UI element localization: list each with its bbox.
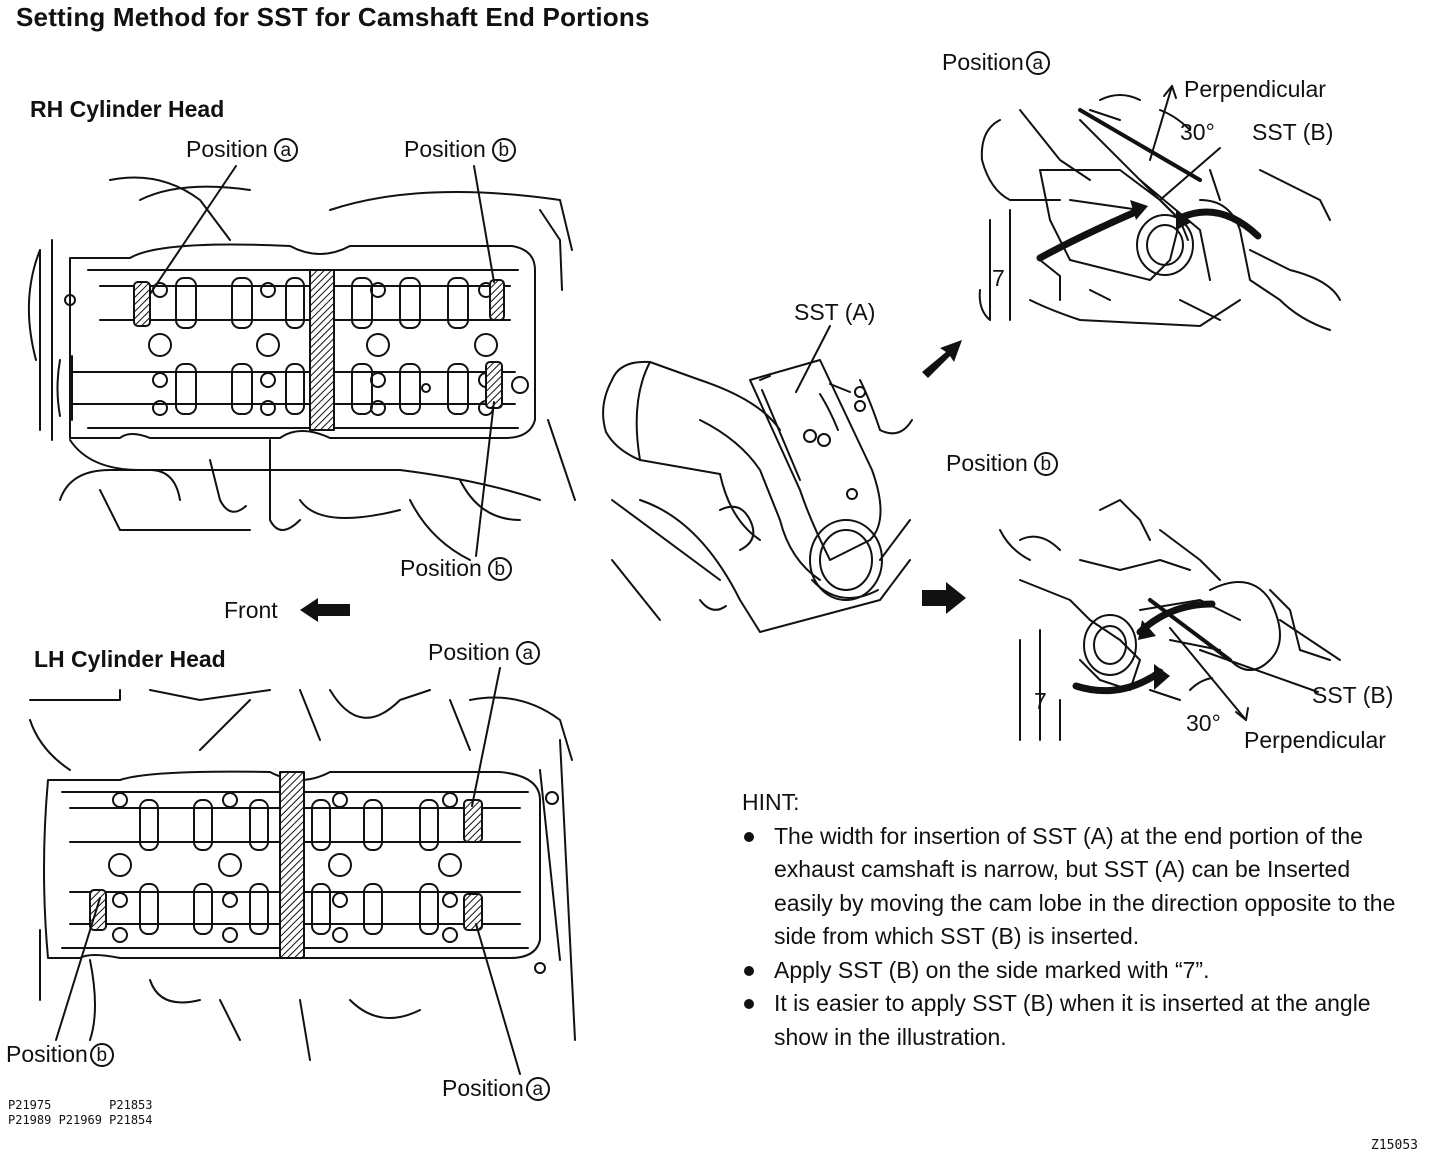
- rh-position-b-top-word: Position: [404, 136, 486, 162]
- hint-title: HINT:: [742, 789, 800, 815]
- detail-a-angle-label: 30°: [1180, 119, 1215, 145]
- reference-codes: P21975 P21853 P21989 P21969 P21854: [8, 1098, 153, 1128]
- lh-cylinder-head-drawing: [29, 667, 576, 1075]
- hint-block: HINT: The width for insertion of SST (A)…: [742, 786, 1402, 1054]
- sst-a-insertion-drawing: [602, 325, 966, 633]
- rh-position-b-bottom-word: Position: [400, 555, 482, 581]
- detail-b-heading-word: Position: [946, 450, 1028, 476]
- page-title: Setting Method for SST for Camshaft End …: [16, 2, 650, 32]
- rh-position-b-bottom-mark: b: [487, 557, 512, 581]
- hint-item: Apply SST (B) on the side marked with “7…: [742, 954, 1402, 988]
- detail-a-sst-b-label: SST (B): [1252, 119, 1334, 145]
- detail-b-mark-7: 7: [1034, 688, 1047, 714]
- detail-a-perpendicular-label: Perpendicular: [1184, 76, 1326, 102]
- front-arrow-icon: [300, 598, 350, 622]
- figure-id: Z15053: [1371, 1138, 1418, 1153]
- lh-position-a-top-mark: a: [515, 641, 540, 665]
- rh-cylinder-head-drawing: [27, 165, 576, 561]
- lh-cylinder-head-heading: LH Cylinder Head: [34, 646, 226, 672]
- detail-a-heading-mark: a: [1025, 51, 1050, 75]
- detail-a-drawing: [978, 85, 1341, 331]
- rh-position-a-top-word: Position: [186, 136, 268, 162]
- lh-position-a-bottom-mark: a: [525, 1077, 550, 1101]
- lh-position-a-bottom-word: Position: [442, 1075, 524, 1101]
- sst-a-label: SST (A): [794, 299, 876, 325]
- detail-b-sst-b-label: SST (B): [1312, 682, 1394, 708]
- hint-item: The width for insertion of SST (A) at th…: [742, 820, 1402, 954]
- hint-list: The width for insertion of SST (A) at th…: [742, 820, 1402, 1055]
- lh-position-b-bottom-word: Position: [6, 1041, 88, 1067]
- detail-a-mark-7: 7: [992, 265, 1005, 291]
- reference-codes-line: P21975 P21853: [8, 1098, 153, 1112]
- hint-item: It is easier to apply SST (B) when it is…: [742, 987, 1402, 1054]
- detail-b-perpendicular-label: Perpendicular: [1244, 727, 1386, 753]
- rh-cylinder-head-heading: RH Cylinder Head: [30, 96, 225, 122]
- detail-b-drawing: [999, 499, 1341, 741]
- rh-position-a-top-mark: a: [273, 138, 298, 162]
- rh-position-b-top-mark: b: [491, 138, 516, 162]
- detail-a-heading-word: Position: [942, 49, 1024, 75]
- detail-b-angle-label: 30°: [1186, 710, 1221, 736]
- reference-codes-line: P21989 P21969 P21854: [8, 1113, 153, 1127]
- front-label: Front: [224, 597, 278, 623]
- lh-position-b-bottom-mark: b: [89, 1043, 114, 1067]
- lh-position-a-top-word: Position: [428, 639, 510, 665]
- detail-b-heading-mark: b: [1033, 452, 1058, 476]
